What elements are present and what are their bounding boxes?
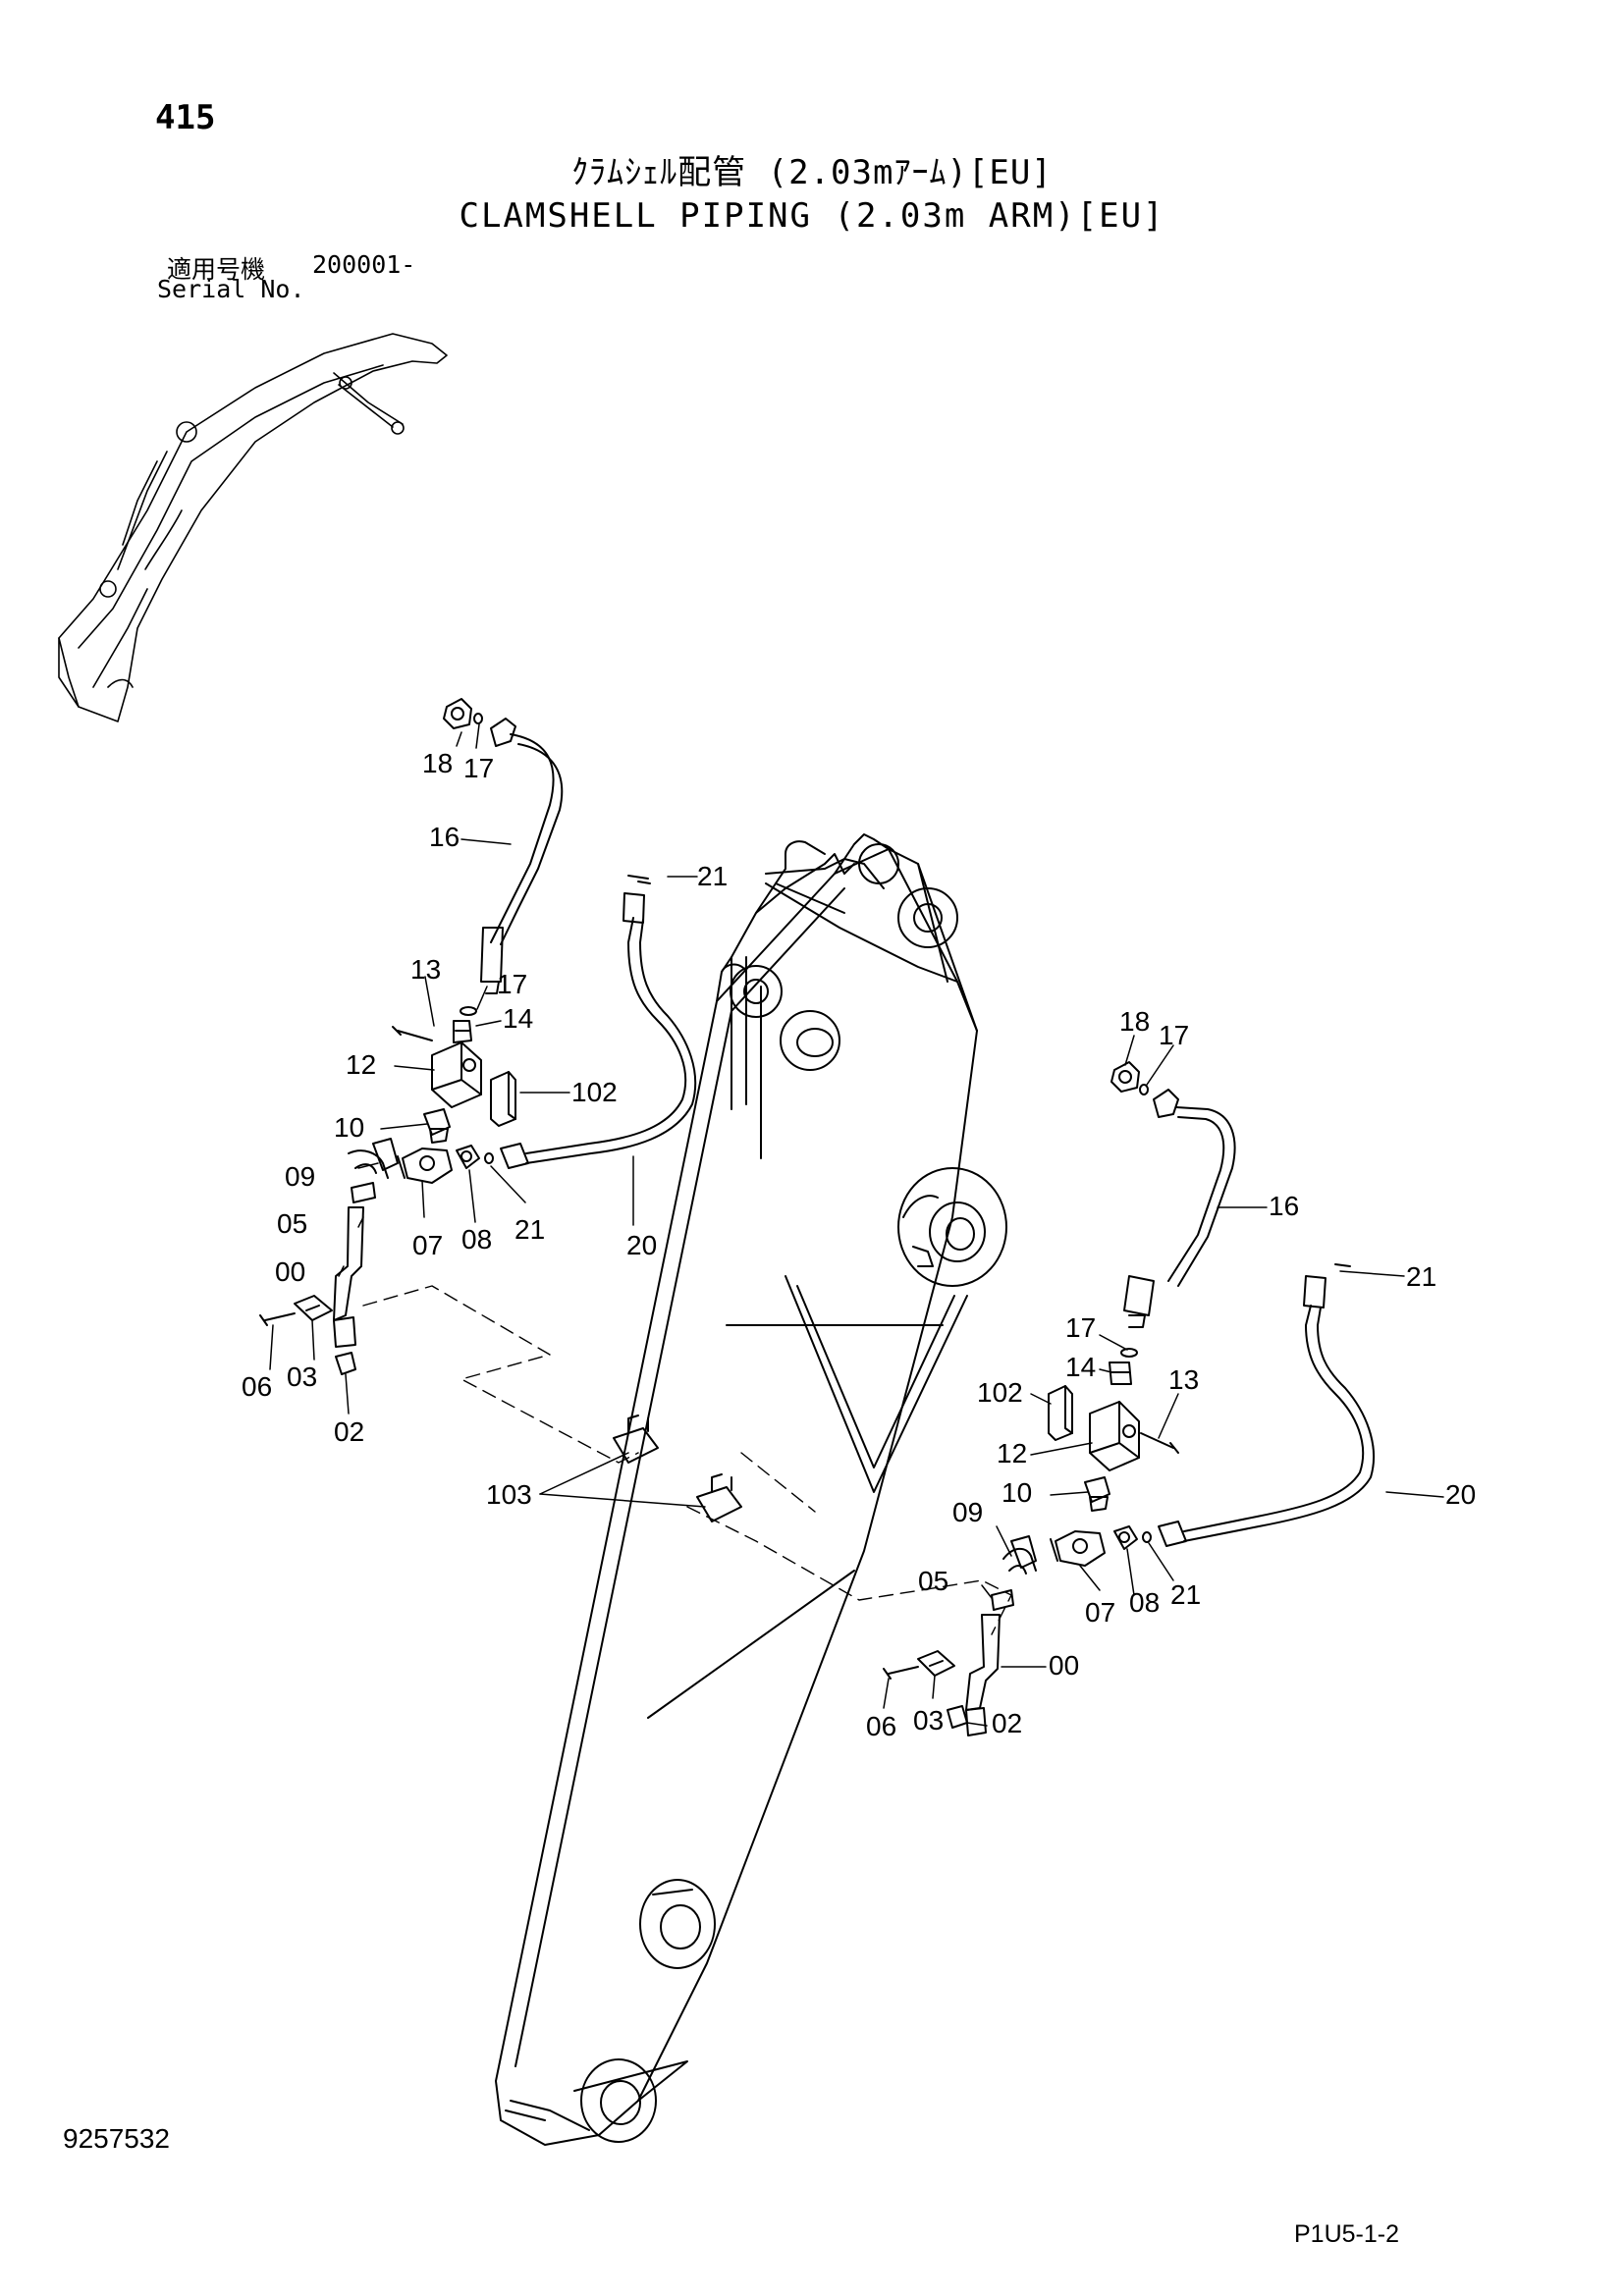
callout-12-right: 12: [997, 1438, 1027, 1468]
callout-103: 103: [486, 1479, 532, 1510]
callout-17-left-upper: 17: [463, 753, 494, 783]
clamp-103-upper: [613, 1415, 659, 1464]
callout-17-right-upper: 17: [1159, 1020, 1189, 1050]
callout-17-left-lower: 17: [497, 969, 527, 999]
callout-09-right: 09: [952, 1497, 983, 1527]
page-title-japanese: ｸﾗﾑｼｪﾙ配管 (2.03mｱｰﾑ)[EU]: [571, 153, 1053, 192]
callout-10-left: 10: [334, 1112, 364, 1143]
callout-10-right: 10: [1001, 1477, 1032, 1508]
callout-20-left: 20: [626, 1230, 657, 1260]
callout-18-right: 18: [1119, 1006, 1150, 1037]
callout-06-right: 06: [866, 1711, 896, 1741]
callout-07-right: 07: [1085, 1597, 1115, 1628]
leader-lines-center: [539, 1452, 706, 1508]
left-piping-group: [259, 698, 697, 1375]
leader-lines-right: [883, 1035, 1444, 1727]
callout-03-right: 03: [913, 1705, 944, 1735]
callout-18-left: 18: [422, 748, 453, 778]
callouts-center: 103: [486, 1479, 532, 1510]
callout-08-left: 08: [461, 1224, 492, 1255]
callout-16-left: 16: [429, 822, 460, 852]
callout-21-left-upper: 21: [697, 861, 728, 891]
document-number: 9257532: [63, 2123, 171, 2154]
callout-13-right: 13: [1168, 1364, 1199, 1395]
callout-07-left: 07: [412, 1230, 443, 1260]
callout-09-left: 09: [285, 1161, 315, 1192]
serial-number: 200001-: [312, 250, 416, 279]
callout-17-right-lower: 17: [1065, 1312, 1096, 1343]
callout-21-left-lower: 21: [514, 1214, 545, 1245]
callout-05-right: 05: [918, 1566, 948, 1596]
callout-00-right: 00: [1049, 1650, 1079, 1681]
callout-21-right-lower: 21: [1170, 1579, 1201, 1610]
callout-08-right: 08: [1129, 1587, 1160, 1618]
callout-102-right: 102: [977, 1377, 1023, 1408]
callout-20-right: 20: [1445, 1479, 1476, 1510]
serial-label: Serial No.: [157, 275, 305, 303]
callout-16-right: 16: [1269, 1191, 1299, 1221]
callout-13-left: 13: [410, 954, 441, 985]
callout-102-left: 102: [571, 1077, 618, 1107]
serial-label-japanese: 適用号機: [167, 255, 266, 284]
callout-02-left: 02: [334, 1416, 364, 1447]
callouts-right: 18 17 16 21 17 14 13 102 12 10 20 09 05 …: [866, 1006, 1476, 1741]
callout-12-left: 12: [346, 1049, 376, 1080]
callout-05-left: 05: [277, 1208, 307, 1239]
callout-14-right: 14: [1065, 1352, 1096, 1382]
machine-thumbnail: [58, 333, 448, 722]
page-number: 415: [155, 98, 216, 137]
right-piping-group: [883, 1061, 1376, 1736]
leader-lines-left: [269, 723, 698, 1415]
callout-14-left: 14: [503, 1003, 533, 1034]
page-title: CLAMSHELL PIPING (2.03m ARM)[EU]: [459, 196, 1165, 236]
arm-structure: [495, 833, 1007, 2146]
callout-21-right-upper: 21: [1406, 1261, 1436, 1292]
page-code: P1U5-1-2: [1294, 2220, 1399, 2248]
clamp-103-lower: [696, 1473, 742, 1522]
callout-06-left: 06: [242, 1371, 272, 1402]
callout-00-left: 00: [275, 1256, 305, 1287]
callouts-left: 18 17 16 21 13 17 14 12 102 10 09 05 07 …: [242, 748, 728, 1447]
routing-dashed-lines: [362, 1285, 1012, 1635]
callout-02-right: 02: [992, 1708, 1022, 1738]
callout-03-left: 03: [287, 1362, 317, 1392]
